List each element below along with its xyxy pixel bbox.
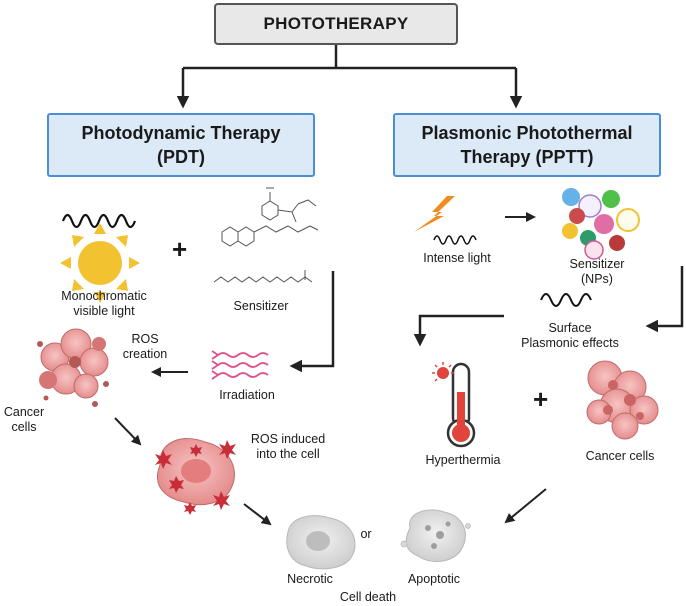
nanoparticles-icon — [562, 188, 640, 260]
ros-to-necrotic-arrow — [243, 503, 272, 526]
mono-light-label: Monochromatic visible light — [61, 289, 147, 318]
pptt-title-line2: Therapy (PPTT) — [460, 147, 594, 167]
intense-light-label: Intense light — [423, 251, 491, 265]
pdt-title-line2: (PDT) — [157, 147, 205, 167]
plasmonic-wave-icon — [540, 293, 592, 307]
plus-sign-right: + — [533, 384, 549, 414]
pdt-box: Photodynamic Therapy (PDT) — [47, 113, 315, 177]
apoptotic-cell-icon — [400, 509, 471, 563]
lightning-icon — [414, 196, 455, 232]
cell-death-label: Cell death — [339, 590, 397, 604]
top-branch-connector — [176, 45, 523, 109]
phototherapy-title: PHOTOTHERAPY — [263, 14, 409, 33]
sensitizer-to-irradiation-arrow — [289, 271, 335, 373]
ros-creation-label: ROS creation — [122, 332, 168, 361]
pptt-box: Plasmonic Photothermal Therapy (PPTT) — [393, 113, 661, 177]
sun-icon — [60, 223, 140, 303]
necrotic-label: Necrotic — [287, 572, 333, 586]
nps-to-plasmonic-arrow — [645, 266, 684, 333]
cancer-cells-left-label: Cancer cells — [3, 405, 45, 434]
sensitizer-label: Sensitizer — [233, 299, 289, 313]
cancer-cells-left-icon — [37, 328, 109, 407]
or-label: or — [360, 527, 372, 541]
necrotic-cell-icon — [286, 515, 356, 570]
plasmonic-to-hyperthermia-arrow — [413, 314, 504, 347]
irradiation-label: Irradiation — [219, 388, 275, 402]
cancer-cells-right-icon — [586, 360, 659, 440]
thermometer-icon — [432, 362, 476, 448]
ros-cell-icon — [155, 438, 236, 515]
pptt-title-line1: Plasmonic Photothermal — [421, 123, 633, 143]
ros-induced-label: ROS induced into the cell — [250, 432, 326, 461]
plus-sign-left: + — [172, 234, 188, 264]
cancer-cells-right-label: Cancer cells — [585, 449, 655, 463]
intense-light-wave-icon — [433, 235, 477, 245]
sensitizer-nps-label: Sensitizer (NPs) — [569, 257, 625, 286]
surface-plasmonic-label: Surface Plasmonic effects — [521, 321, 619, 350]
light-wave-icon — [61, 213, 137, 229]
cancer-to-apoptotic-arrow — [504, 488, 547, 524]
cancer-to-ros-cell-arrow — [114, 417, 142, 446]
sensitizer-molecule-icon — [213, 187, 319, 283]
pdt-title-line1: Photodynamic Therapy — [81, 123, 281, 143]
phototherapy-title-box: PHOTOTHERAPY — [214, 3, 458, 45]
hyperthermia-label: Hyperthermia — [425, 453, 501, 467]
irradiation-icon — [211, 350, 269, 380]
apoptotic-label: Apoptotic — [407, 572, 461, 586]
